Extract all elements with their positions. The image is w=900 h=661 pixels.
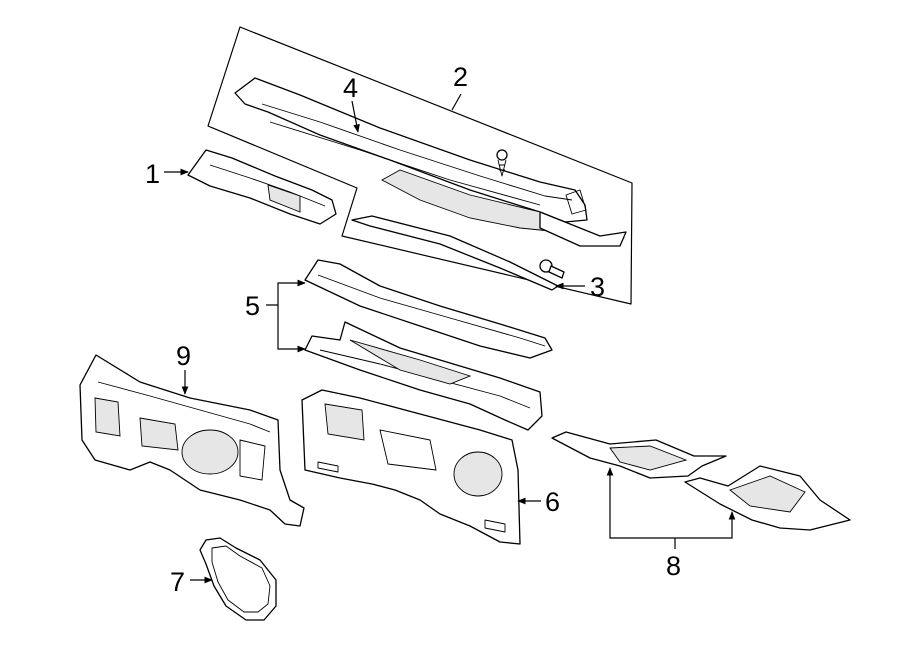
upper-cowl-brace (304, 259, 553, 359)
callout-1: 1 (145, 159, 160, 189)
dash-panel (79, 354, 305, 527)
seal-ring (199, 537, 277, 621)
cowl-top-panel (234, 77, 627, 247)
leader-8-right (675, 511, 736, 539)
leader-8 (606, 467, 676, 549)
leader-2 (451, 93, 462, 111)
callout-7: 7 (170, 567, 185, 597)
bolt-icon (539, 259, 565, 279)
leader-5-lower (277, 305, 306, 353)
group-box-outline (207, 26, 633, 305)
lower-cowl-brace (304, 321, 543, 431)
cowl-lower-strip (351, 215, 559, 291)
leader-4 (351, 100, 360, 133)
callout-9: 9 (176, 341, 191, 371)
dash-insulator (301, 389, 521, 545)
leader-5 (266, 279, 306, 306)
floor-insulator-right (684, 465, 851, 531)
callout-5: 5 (245, 291, 260, 321)
callout-3: 3 (590, 272, 605, 302)
callout-8: 8 (666, 551, 681, 581)
callout-2: 2 (453, 62, 468, 92)
screw-icon (496, 149, 508, 177)
callout-4: 4 (343, 73, 358, 103)
floor-insulator-left (551, 431, 727, 479)
left-cowl-panel (187, 149, 337, 225)
callout-6: 6 (545, 487, 560, 517)
